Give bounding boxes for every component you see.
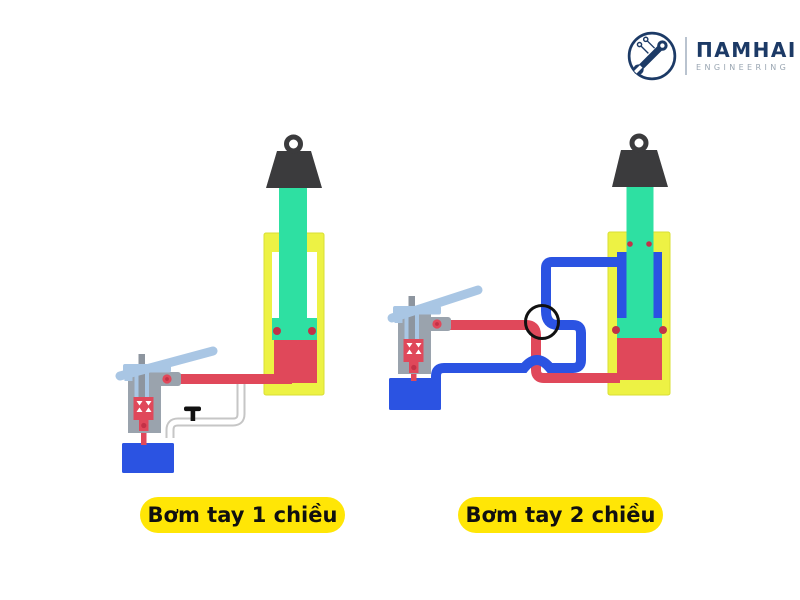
load-weight — [612, 150, 668, 187]
hand-pump — [115, 346, 218, 473]
lift-ring — [629, 133, 649, 153]
piston-rod — [626, 184, 654, 320]
cylinder-lower-chamber — [617, 338, 662, 380]
pump-chamber — [133, 397, 154, 420]
check-valves — [406, 343, 422, 354]
oil-reservoir — [122, 443, 174, 473]
load-weight — [266, 151, 322, 188]
rod-seal-left — [627, 241, 633, 247]
pressure-line — [432, 320, 620, 383]
cylinder-oil-chamber — [274, 340, 317, 383]
crossover-valve-circle — [524, 304, 560, 340]
pump-chamber — [403, 339, 424, 362]
rod-seal-right — [646, 241, 652, 247]
piston-seal-right — [659, 326, 667, 334]
piston-seal-right — [308, 327, 316, 335]
logo-divider — [685, 37, 687, 75]
wrench-circuit-icon — [627, 31, 677, 81]
caption-double-acting: Bơm tay 2 chiều — [458, 497, 663, 533]
brand-name: ΠAMHAI — [696, 38, 797, 62]
check-valves — [136, 401, 152, 412]
suction-line — [411, 371, 417, 381]
suction-line — [141, 429, 147, 445]
outlet-ball — [411, 364, 417, 371]
pump-lever — [115, 346, 218, 381]
double-acting-pump-diagram — [387, 133, 671, 410]
brand-logo: ΠAMHAI ENGINEERING — [626, 30, 797, 82]
release-valve — [184, 406, 201, 421]
return-line — [165, 384, 246, 438]
pump-piston-rod — [138, 354, 145, 399]
oil-reservoir — [389, 378, 441, 410]
piston-seal-left — [273, 327, 281, 335]
caption-single-acting: Bơm tay 1 chiều — [140, 497, 345, 533]
pump-piston-rod — [408, 296, 415, 341]
lift-ring — [284, 134, 303, 154]
piston-seal-left — [612, 326, 620, 334]
outlet-ball — [141, 422, 147, 429]
piston-rod — [279, 184, 307, 320]
return-line — [431, 257, 618, 384]
hand-pump — [387, 285, 483, 410]
single-acting-pump-diagram — [115, 134, 325, 473]
piston — [617, 318, 662, 338]
piston — [272, 318, 317, 340]
brand-tagline: ENGINEERING — [696, 63, 790, 72]
pump-lever — [387, 285, 483, 323]
